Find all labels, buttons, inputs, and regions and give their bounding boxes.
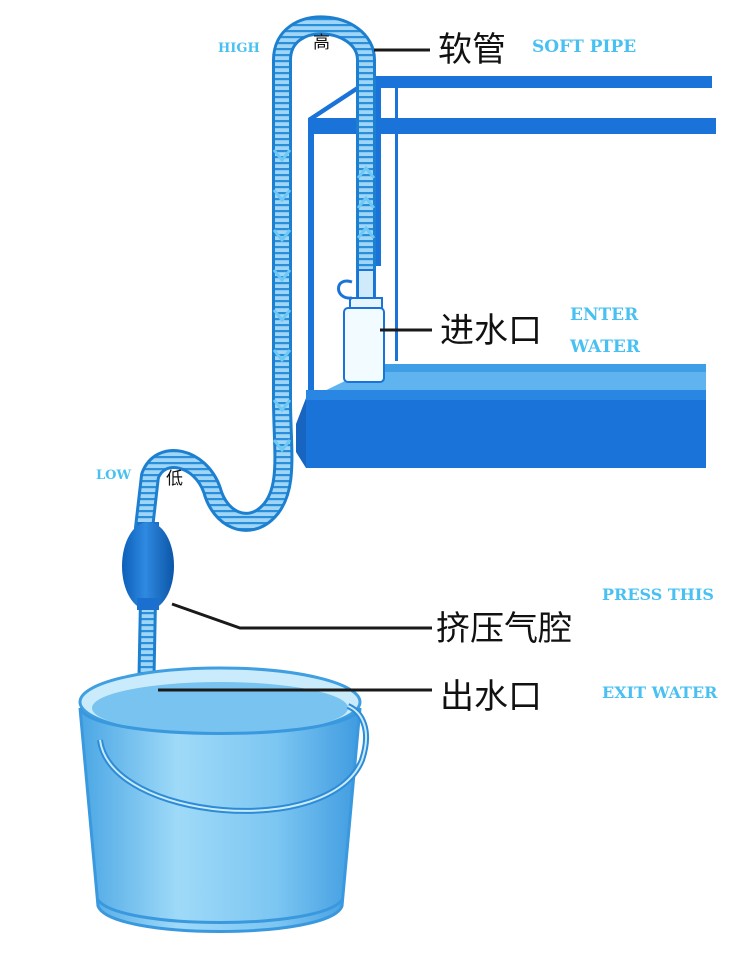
bucket xyxy=(80,668,366,932)
squeeze-bulb xyxy=(122,522,174,610)
press-this-label-cn: 挤压气腔 xyxy=(436,609,572,649)
exit-water-label-cn: 出水口 xyxy=(440,677,542,717)
enter-water-label-cn: 进水口 xyxy=(440,311,542,351)
tank-water-front xyxy=(306,390,706,468)
soft-pipe-label-en: SOFT PIPE xyxy=(532,37,636,57)
soft-pipe-label-cn: 软管 xyxy=(438,30,506,70)
low-label-en: LOW xyxy=(96,468,131,483)
bucket-body xyxy=(80,708,360,932)
tank-back-left-edge xyxy=(376,86,381,266)
enter-water-label-en-2: WATER xyxy=(569,337,641,357)
bulb-body xyxy=(122,522,174,610)
exit-water-label-en: EXIT WATER xyxy=(602,683,718,702)
high-label-cn: 高 xyxy=(313,33,330,53)
enter-water-label-en-1: ENTER xyxy=(570,305,639,325)
tank-front-left-edge xyxy=(308,130,314,400)
tank-back-rim xyxy=(372,76,712,88)
high-label-en: HIGH xyxy=(218,41,260,56)
leader-press-this xyxy=(172,604,432,628)
intake-filter xyxy=(339,270,385,382)
low-label-cn: 低 xyxy=(166,469,183,489)
press-this-label-en: PRESS THIS xyxy=(602,585,714,604)
